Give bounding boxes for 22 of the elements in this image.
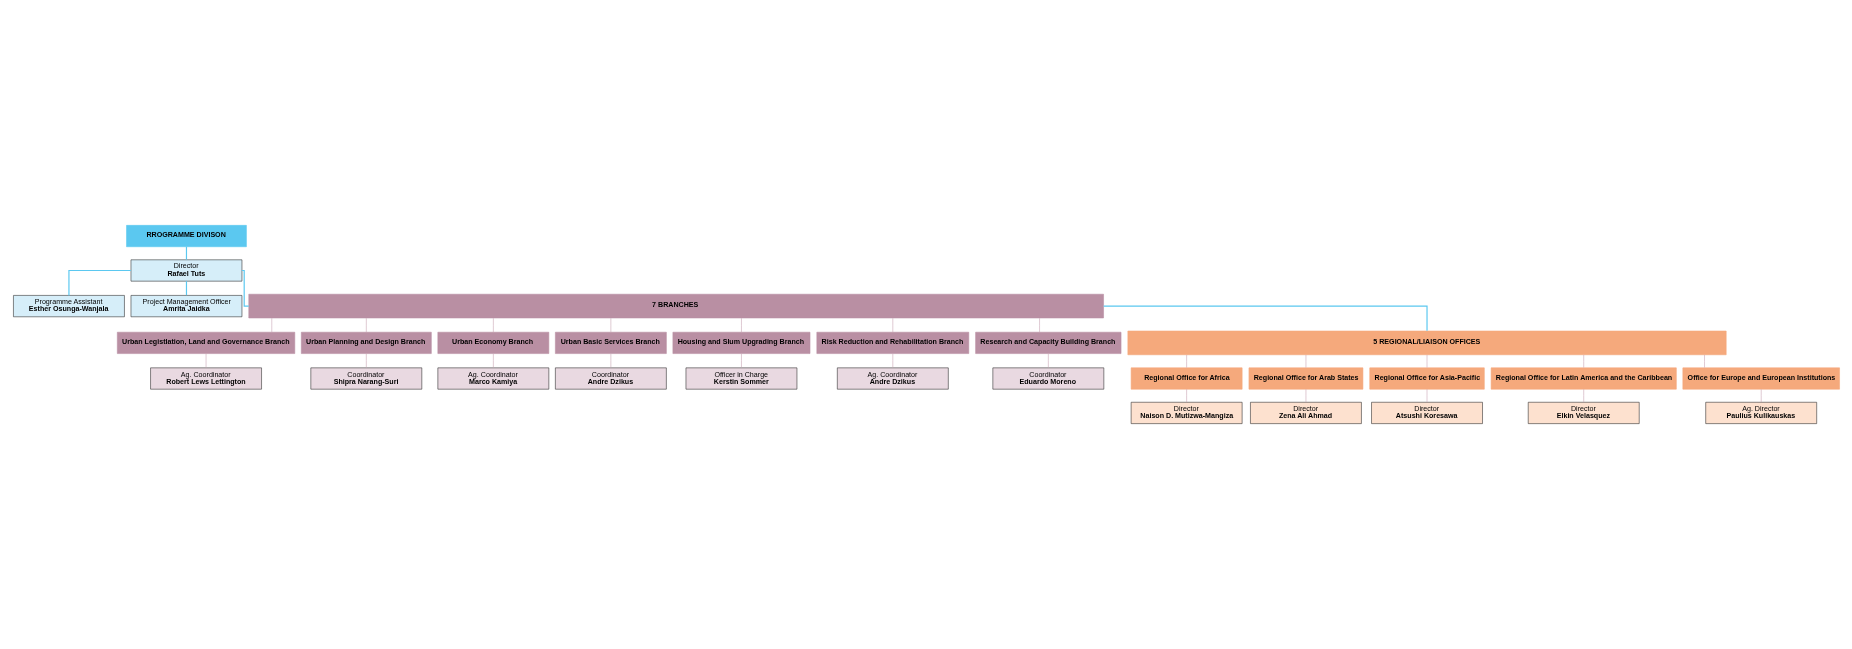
connector — [610, 317, 611, 333]
connector — [365, 353, 367, 368]
connector — [1038, 317, 1040, 333]
connector — [1703, 354, 1705, 368]
connector — [1582, 354, 1584, 368]
connector — [892, 317, 893, 333]
connector — [740, 317, 742, 333]
connector — [1185, 354, 1187, 368]
connector — [67, 269, 131, 296]
connector — [240, 269, 249, 307]
connector — [365, 317, 367, 333]
connector — [1047, 353, 1049, 368]
connector — [740, 353, 742, 368]
connector — [1185, 388, 1187, 403]
connector — [492, 353, 494, 368]
connector — [1760, 388, 1761, 403]
connector — [271, 317, 272, 333]
connector — [892, 353, 893, 368]
connector — [610, 353, 611, 368]
connector — [1102, 305, 1428, 332]
connector — [492, 317, 494, 333]
connector — [1582, 388, 1584, 403]
